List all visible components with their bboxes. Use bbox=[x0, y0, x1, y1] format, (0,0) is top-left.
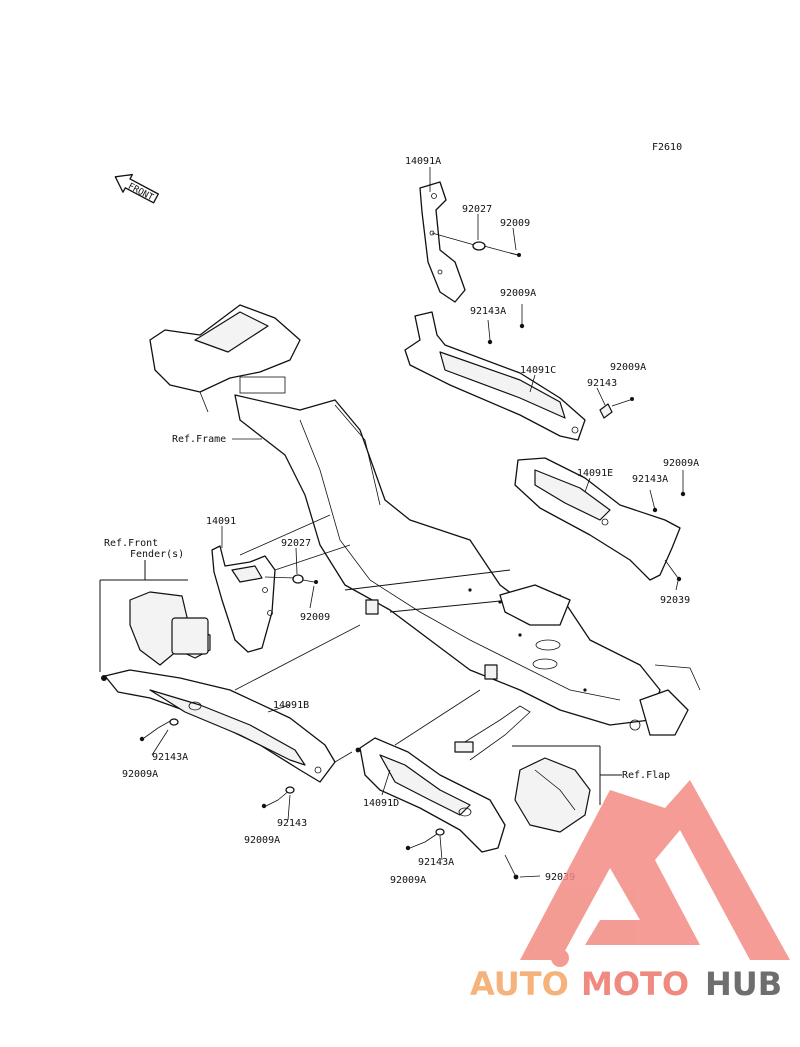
label-92143A-1: 92143A bbox=[470, 306, 506, 317]
part-14091-drawing bbox=[211, 545, 318, 653]
part-14091C-drawing bbox=[404, 304, 634, 441]
watermark-hub: HUB bbox=[705, 965, 782, 1003]
figure-code: F2610 bbox=[652, 142, 682, 153]
label-92009A-4: 92009A bbox=[122, 769, 158, 780]
label-14091D: 14091D bbox=[363, 798, 399, 809]
label-14091B: 14091B bbox=[273, 700, 309, 711]
label-92143A-2: 92143A bbox=[632, 474, 668, 485]
flap-reference bbox=[454, 705, 622, 833]
label-92009A-1: 92009A bbox=[500, 288, 536, 299]
frame-drawing bbox=[149, 304, 701, 746]
front-fender-reference bbox=[99, 560, 211, 672]
part-labels: 14091A 92027 92009 92009A 92143A 14091C … bbox=[122, 156, 699, 886]
label-92143A-4: 92143A bbox=[418, 857, 454, 868]
reference-labels: Ref.Frame Ref.Front Fender(s) Ref.Flap bbox=[104, 434, 670, 781]
label-92009A-2: 92009A bbox=[610, 362, 646, 373]
label-92009A-6: 92009A bbox=[390, 875, 426, 886]
label-92143-1: 92143 bbox=[587, 378, 617, 389]
label-92009A-3: 92009A bbox=[663, 458, 699, 469]
part-14091D-drawing bbox=[355, 737, 519, 880]
watermark-triangle-icon bbox=[520, 780, 790, 960]
watermark-moto: MOTO bbox=[581, 965, 689, 1003]
label-92143A-3: 92143A bbox=[152, 752, 188, 763]
label-92009-top: 92009 bbox=[500, 218, 530, 229]
label-92009-mid: 92009 bbox=[300, 612, 330, 623]
part-14091A-drawing bbox=[419, 181, 521, 303]
watermark-text: AUTO MOTO HUB bbox=[470, 965, 782, 1003]
front-arrow-icon: FRONT bbox=[114, 173, 159, 204]
label-92039-2: 92039 bbox=[545, 872, 575, 883]
label-92039-1: 92039 bbox=[660, 595, 690, 606]
watermark-auto: AUTO bbox=[470, 965, 569, 1003]
label-14091: 14091 bbox=[206, 516, 236, 527]
ref-front-fender-label-2: Fender(s) bbox=[130, 549, 184, 560]
label-14091C: 14091C bbox=[520, 365, 556, 376]
ref-front-fender-label-1: Ref.Front bbox=[104, 538, 158, 549]
label-14091A: 14091A bbox=[405, 156, 441, 167]
part-14091E-drawing bbox=[514, 457, 686, 582]
label-92009A-5: 92009A bbox=[244, 835, 280, 846]
leader-lines bbox=[151, 167, 679, 878]
ref-frame-label: Ref.Frame bbox=[172, 434, 226, 445]
label-92143-2: 92143 bbox=[277, 818, 307, 829]
label-92027-mid: 92027 bbox=[281, 538, 311, 549]
part-14091B-drawing bbox=[101, 669, 353, 809]
label-92027-top: 92027 bbox=[462, 204, 492, 215]
watermark-logo bbox=[520, 780, 790, 967]
ref-flap-label: Ref.Flap bbox=[622, 770, 670, 781]
label-14091E: 14091E bbox=[577, 468, 613, 479]
